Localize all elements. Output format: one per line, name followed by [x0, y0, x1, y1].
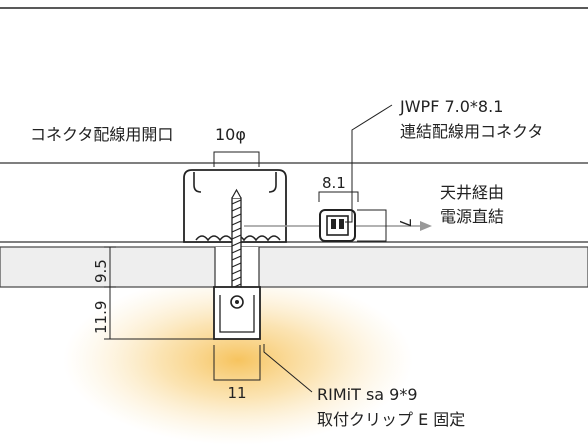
connector-inner	[326, 215, 349, 236]
dim-board-text: 9.5	[92, 259, 110, 283]
dim-fixture-height-text: 11.9	[92, 301, 110, 334]
fixture-clip	[219, 295, 255, 333]
connector-model-label: JWPF 7.0*8.1	[399, 97, 503, 116]
connector-pin-left	[331, 219, 336, 229]
channel-lip-right	[268, 172, 277, 193]
dim-fixture-width-text: 11	[227, 384, 246, 402]
fixture-screw-center	[235, 300, 239, 304]
connector-leader	[345, 104, 393, 223]
product-desc-label: 取付クリップ E 固定	[317, 410, 465, 429]
connector-desc-label: 連結配線用コネクタ	[400, 122, 543, 141]
light-glow	[63, 275, 413, 444]
screw-tip	[231, 188, 242, 199]
connector-pin-right	[339, 219, 344, 229]
product-model-label: RIMiT sa 9*9	[317, 385, 418, 404]
ceiling-route-label-2: 電源直結	[440, 207, 504, 226]
screw-thread	[231, 199, 242, 289]
dim-opening	[213, 151, 260, 167]
channel-lip-left	[193, 172, 202, 193]
ceiling-board	[0, 246, 588, 288]
cable-arrow-head	[420, 221, 432, 231]
fixture-body	[213, 286, 261, 340]
connector-opening-label: コネクタ配線用開口	[30, 125, 173, 144]
dim-connector-width-text: 8.1	[322, 174, 346, 192]
product-leader	[263, 344, 313, 393]
dim-connector-height	[357, 209, 387, 242]
opening-diameter-label: 10φ	[215, 125, 246, 144]
dim-connector-width	[318, 191, 359, 202]
ceiling-route-label-1: 天井経由	[440, 183, 504, 202]
dim-connector-height-text: 7	[396, 218, 414, 228]
dim-fixture-width	[213, 345, 261, 381]
